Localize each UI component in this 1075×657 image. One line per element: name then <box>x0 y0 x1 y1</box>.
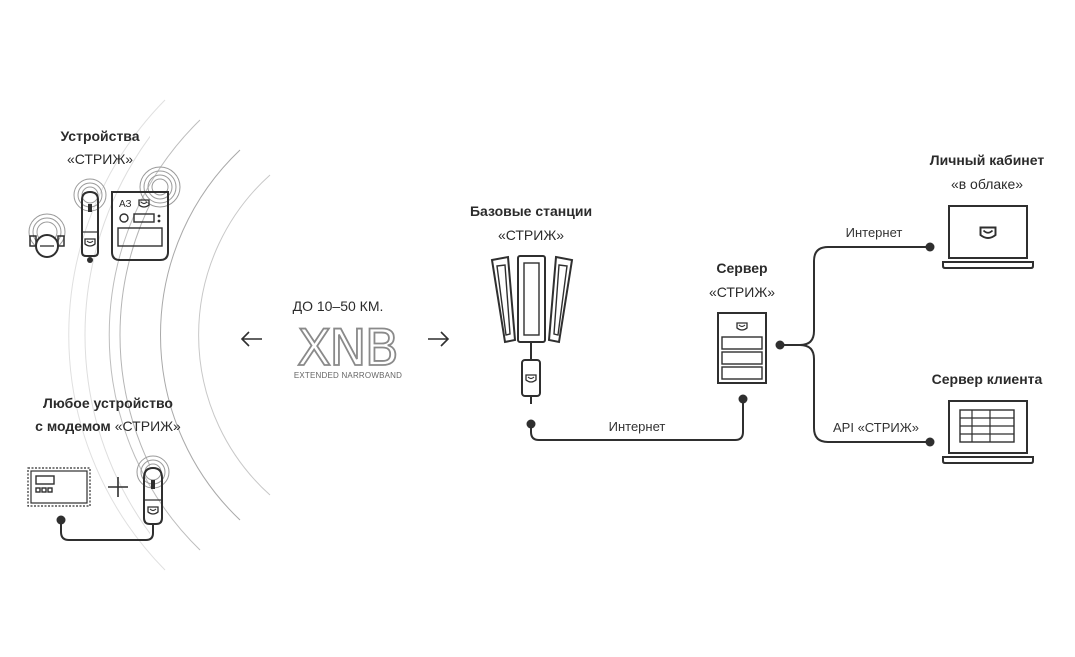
any-device-title: Любое устройство <box>43 395 173 411</box>
laptop-table-icon <box>942 400 1034 464</box>
server-title: Сервер <box>716 260 767 276</box>
modem-stick-icon-2 <box>136 455 170 525</box>
radio-range-rings-visible <box>68 99 271 571</box>
link-base-to-server <box>530 399 744 441</box>
link-node-client <box>925 437 935 447</box>
antenna-icon <box>490 255 574 404</box>
xnb-logo: XNB <box>297 319 397 377</box>
modem-stick-icon <box>73 178 107 263</box>
cabinet-title: Личный кабинет <box>930 152 1045 168</box>
internet-label-1: Интернет <box>609 419 666 434</box>
internet-label-2: Интернет <box>846 225 903 240</box>
arrow-left-icon <box>240 331 262 347</box>
base-stations-title: Базовые станции <box>470 203 592 219</box>
xnb-logo-sub: EXTENDED NARROWBAND <box>294 371 402 380</box>
water-meter-icon <box>28 213 66 258</box>
modem-cable-end <box>56 515 66 525</box>
server-rack-icon <box>717 312 767 384</box>
branch-node <box>775 340 785 350</box>
server-subtitle: «СТРИЖ» <box>709 284 775 300</box>
api-label: API «СТРИЖ» <box>833 420 919 435</box>
link-node-base <box>526 419 536 429</box>
plus-icon <box>108 477 128 497</box>
laptop-icon <box>942 205 1034 269</box>
range-label: ДО 10–50 КМ. <box>293 298 384 314</box>
devices-title: Устройства <box>60 128 139 144</box>
electricity-meter-icon: АЗ <box>111 166 181 261</box>
any-device-subtitle-bold: с модемом <box>35 418 111 434</box>
cabinet-subtitle: «в облаке» <box>951 176 1023 192</box>
devices-subtitle: «СТРИЖ» <box>67 151 133 167</box>
arrow-right-icon <box>428 331 450 347</box>
link-server-branch-lower <box>799 344 930 443</box>
link-node-server <box>738 394 748 404</box>
client-server-title: Сервер клиента <box>932 371 1043 387</box>
link-node-cabinet <box>925 242 935 252</box>
generic-device-icon <box>27 467 91 507</box>
any-device-subtitle: с модемом«СТРИЖ» <box>35 418 181 434</box>
modem-cable <box>60 520 154 541</box>
link-server-branch <box>780 246 930 346</box>
ring-mask <box>150 0 1075 657</box>
base-stations-subtitle: «СТРИЖ» <box>498 227 564 243</box>
any-device-subtitle-reg: «СТРИЖ» <box>115 418 181 434</box>
meter-label: АЗ <box>119 199 132 210</box>
